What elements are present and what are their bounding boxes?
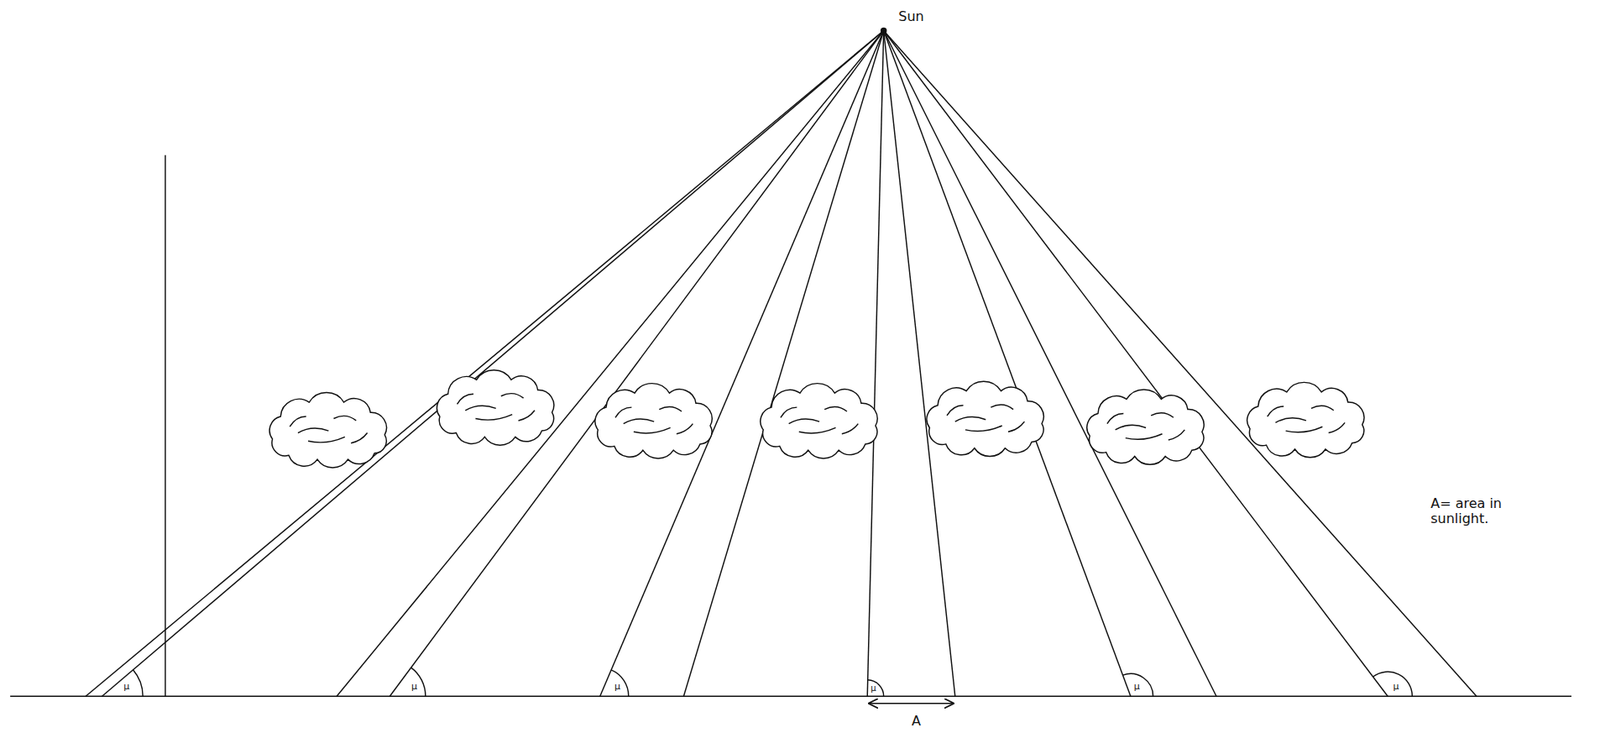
angle-symbol: μ bbox=[122, 681, 131, 693]
note-text: A= area in sunlight. bbox=[1430, 496, 1515, 528]
sun-label: Sun bbox=[898, 9, 924, 25]
area-label: A bbox=[911, 713, 921, 729]
angle-symbol: μ bbox=[1133, 681, 1141, 693]
angle-symbol: μ bbox=[869, 683, 877, 694]
angle-symbol: μ bbox=[613, 681, 622, 693]
angle-symbol: μ bbox=[410, 681, 419, 693]
angle-symbol: μ bbox=[1391, 681, 1400, 693]
